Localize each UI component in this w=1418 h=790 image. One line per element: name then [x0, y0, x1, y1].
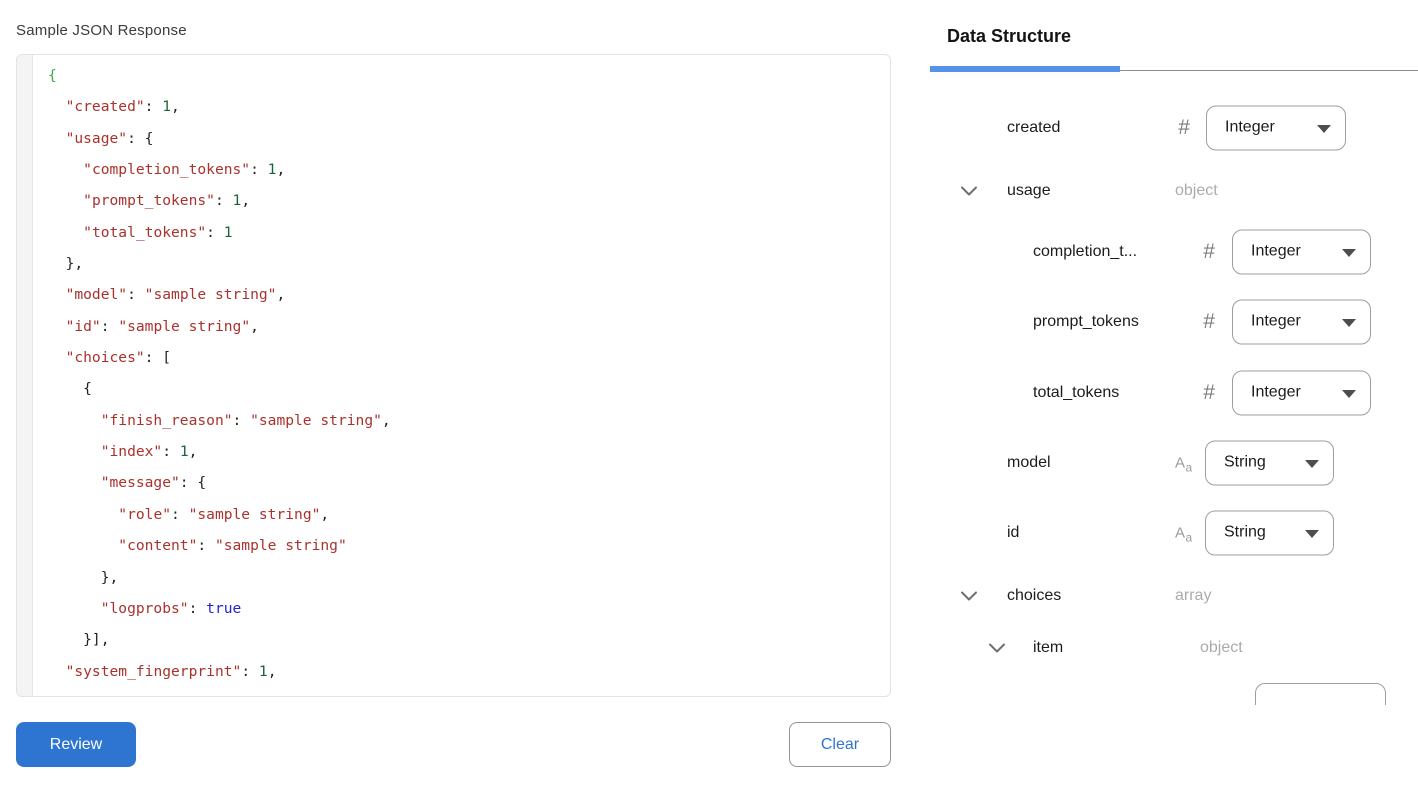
- field-type-label: object: [1175, 181, 1218, 199]
- field-row-model: model Aa String: [929, 440, 1418, 485]
- field-type-label: object: [1200, 638, 1243, 656]
- field-name: model: [1007, 453, 1051, 471]
- chevron-down-icon[interactable]: [960, 185, 978, 196]
- field-row-completion-tokens: completion_t... # Integer: [929, 229, 1418, 274]
- caret-down-icon: [1342, 389, 1356, 398]
- field-name: prompt_tokens: [1033, 312, 1139, 330]
- caret-down-icon: [1305, 459, 1319, 468]
- field-row-usage: usage object: [929, 168, 1418, 213]
- editor-title: Sample JSON Response: [16, 22, 187, 39]
- type-select[interactable]: Integer: [1206, 105, 1346, 150]
- integer-type-icon: #: [1203, 309, 1215, 333]
- tab-data-structure[interactable]: Data Structure: [947, 26, 1072, 46]
- selected-type: Integer: [1251, 383, 1301, 401]
- active-tab-indicator: [930, 66, 1120, 72]
- editor-gutter: [17, 55, 33, 696]
- caret-down-icon: [1342, 318, 1356, 327]
- caret-down-icon: [1317, 124, 1331, 133]
- tab-divider: [930, 70, 1418, 71]
- selected-type: Integer: [1251, 312, 1301, 330]
- data-structure-panel: Data Structure created # Integer usage o…: [929, 0, 1418, 705]
- caret-down-icon: [1342, 248, 1356, 257]
- code-area[interactable]: { "created": 1, "usage": { "completion_t…: [48, 67, 391, 696]
- review-button[interactable]: Review: [16, 722, 136, 767]
- field-name: choices: [1007, 586, 1062, 604]
- type-select[interactable]: Integer: [1232, 370, 1371, 415]
- field-name: item: [1033, 638, 1064, 656]
- type-select[interactable]: Integer: [1232, 299, 1371, 344]
- field-row-item: item object: [929, 625, 1418, 670]
- field-name: usage: [1007, 181, 1051, 199]
- field-row-choices: choices array: [929, 573, 1418, 618]
- caret-down-icon: [1305, 529, 1319, 538]
- type-select[interactable]: Integer: [1232, 229, 1371, 274]
- field-name: total_tokens: [1033, 383, 1120, 401]
- field-row-prompt-tokens: prompt_tokens # Integer: [929, 299, 1418, 344]
- field-name: completion_t...: [1033, 242, 1138, 260]
- selected-type: String: [1224, 453, 1266, 471]
- chevron-down-icon[interactable]: [960, 590, 978, 601]
- type-select[interactable]: String: [1205, 440, 1334, 485]
- selected-type: Integer: [1225, 118, 1275, 136]
- field-row-id: id Aa String: [929, 510, 1418, 555]
- field-name: created: [1007, 118, 1061, 136]
- chevron-down-icon[interactable]: [988, 642, 1006, 653]
- field-row-created: created # Integer: [929, 105, 1418, 150]
- type-select[interactable]: String: [1205, 510, 1334, 555]
- integer-type-icon: #: [1203, 239, 1215, 263]
- string-type-icon: Aa: [1175, 454, 1193, 474]
- field-type-label: array: [1175, 586, 1212, 604]
- field-row-total-tokens: total_tokens # Integer: [929, 370, 1418, 415]
- clear-button[interactable]: Clear: [789, 722, 891, 767]
- selected-type: Integer: [1251, 242, 1301, 260]
- json-editor[interactable]: { "created": 1, "usage": { "completion_t…: [16, 54, 891, 697]
- field-name: id: [1007, 523, 1020, 541]
- selected-type: String: [1224, 523, 1266, 541]
- string-type-icon: Aa: [1175, 524, 1193, 544]
- integer-type-icon: #: [1203, 380, 1215, 404]
- type-select-partial[interactable]: [1255, 683, 1386, 705]
- integer-type-icon: #: [1178, 115, 1190, 139]
